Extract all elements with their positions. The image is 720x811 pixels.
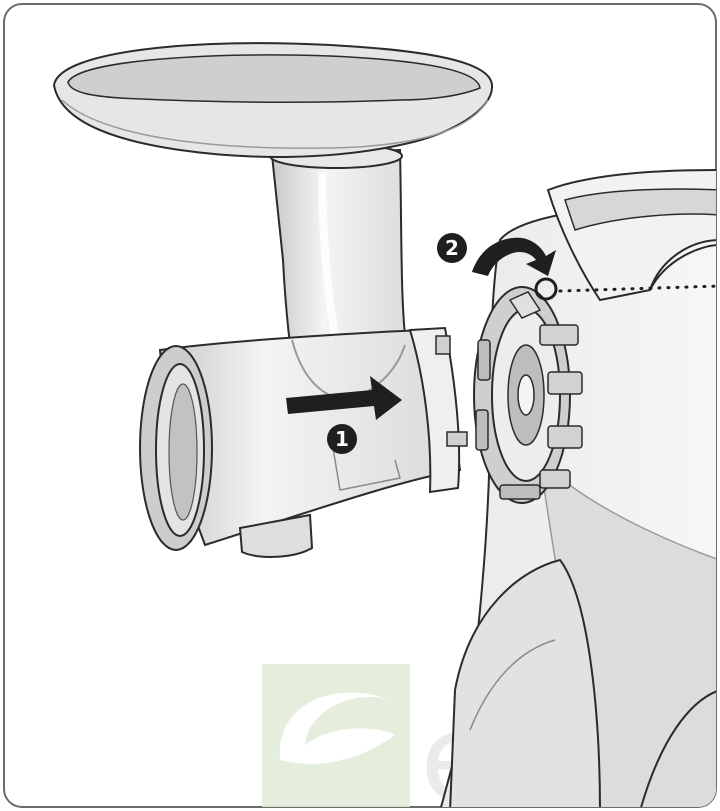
rotate-arrow-icon	[472, 237, 556, 276]
locking-ring	[473, 286, 583, 504]
alignment-dotted-line	[558, 284, 716, 293]
feed-tray	[52, 42, 494, 158]
step-1-label: 1	[327, 424, 357, 454]
step-2-label: 2	[437, 233, 467, 263]
grater-attachment	[52, 42, 494, 558]
motor-base-unit	[438, 168, 716, 807]
push-arrow-icon	[286, 376, 402, 420]
alignment-marker-icon	[534, 277, 558, 301]
